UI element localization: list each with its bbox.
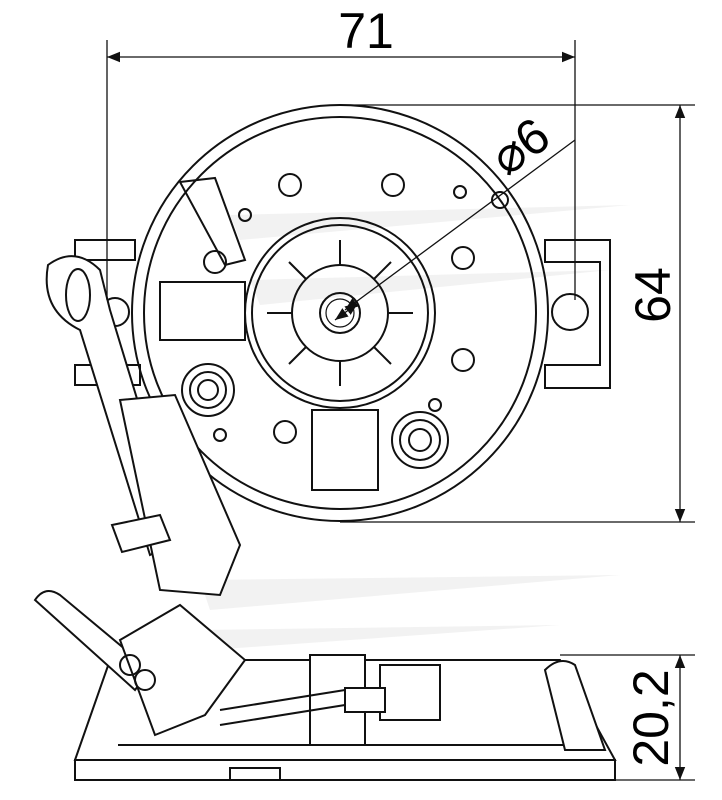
dimension-width: 71 <box>106 3 576 300</box>
watermark <box>200 205 630 650</box>
bore <box>319 292 361 334</box>
terminal-lever <box>45 255 242 597</box>
dimension-height: 64 <box>340 104 695 523</box>
top-view <box>45 104 611 597</box>
dimension-side-height: 20,2 <box>560 654 695 781</box>
springs <box>181 363 449 469</box>
side-height-label: 20,2 <box>623 669 679 766</box>
bore-label: ⌀6 <box>480 107 560 186</box>
width-label: 71 <box>338 3 394 59</box>
mounting-holes <box>203 173 509 444</box>
side-view <box>33 590 617 781</box>
height-label: 64 <box>625 267 681 323</box>
